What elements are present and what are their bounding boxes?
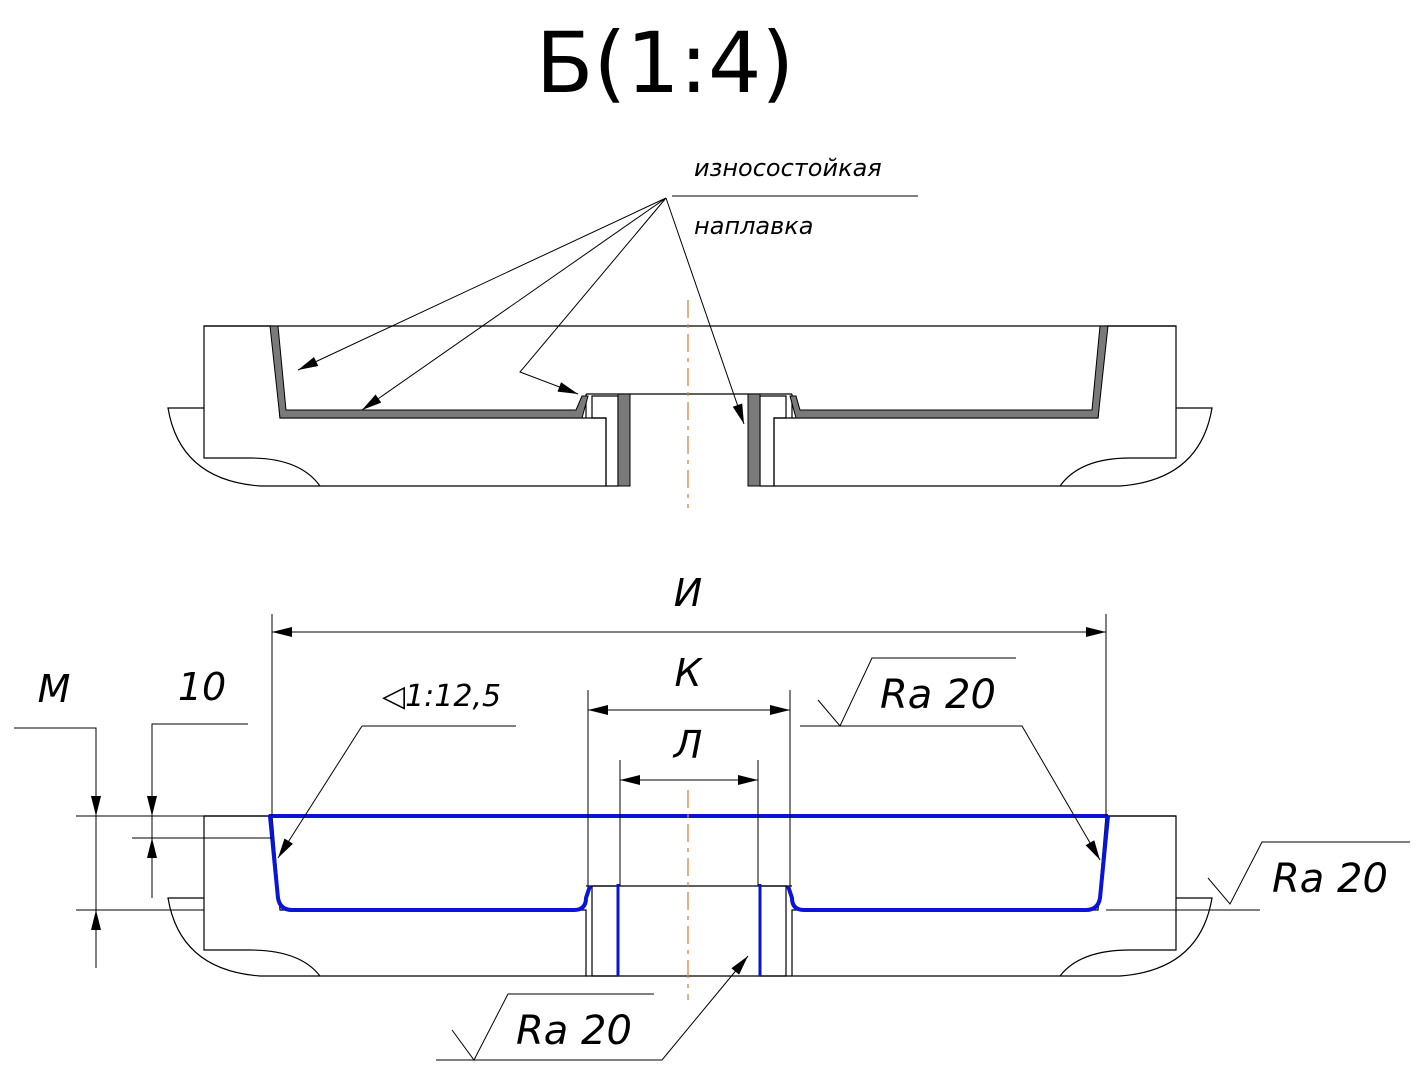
lower-body-left [203,815,587,977]
hardfacing-note: износостойкая наплавка [297,154,918,425]
roughness-symbol-icon [817,657,1016,727]
roughness-right: Ra 20 [1106,841,1410,911]
upper-section-view [167,300,1213,508]
dim-label-K: К [675,651,704,695]
highlight-contour-left [268,814,1108,912]
upper-body-right [773,325,1177,487]
roughness-symbol-icon [451,993,654,1061]
lower-flange-left [167,897,320,977]
leader-arrow-4 [665,197,745,425]
roughness-bottom: Ra 20 [436,955,749,1061]
dim-label-L: Л [672,723,703,767]
coating-bore-left [617,393,631,487]
upper-flange-left [167,407,320,487]
upper-body-left [203,325,607,487]
lower-section-view [167,790,1213,1000]
roughness-top: Ra 20 [800,657,1101,861]
taper-label: ◁1:12,5 [382,679,501,714]
coating-left [269,325,589,419]
leader-arrow-2 [361,197,667,411]
roughness-symbol-icon [1207,841,1410,905]
leader-arrow-3 [519,197,667,395]
view-title: Б(1:4) [536,14,794,112]
coating-bore-right [747,393,761,487]
roughness-bottom-label: Ra 20 [516,1008,632,1054]
leader-arrow-1 [297,197,667,371]
dim-label-M: М [38,667,71,711]
roughness-top-label: Ra 20 [880,672,996,718]
upper-flange-right [1060,407,1213,487]
highlight-contour-right [786,815,1110,912]
dim-label-I: И [674,571,702,615]
dim-label-10: 10 [178,665,226,709]
note-line-1: износостойкая [694,154,882,182]
coating-right [789,325,1109,419]
note-line-2: наплавка [694,212,813,240]
taper-leader [277,725,363,859]
lower-body-right [791,815,1177,977]
roughness-right-label: Ra 20 [1272,856,1388,902]
dimensions: И К Л М 10 ◁1:12,5 [14,571,1107,968]
lower-flange-right [1060,897,1213,977]
